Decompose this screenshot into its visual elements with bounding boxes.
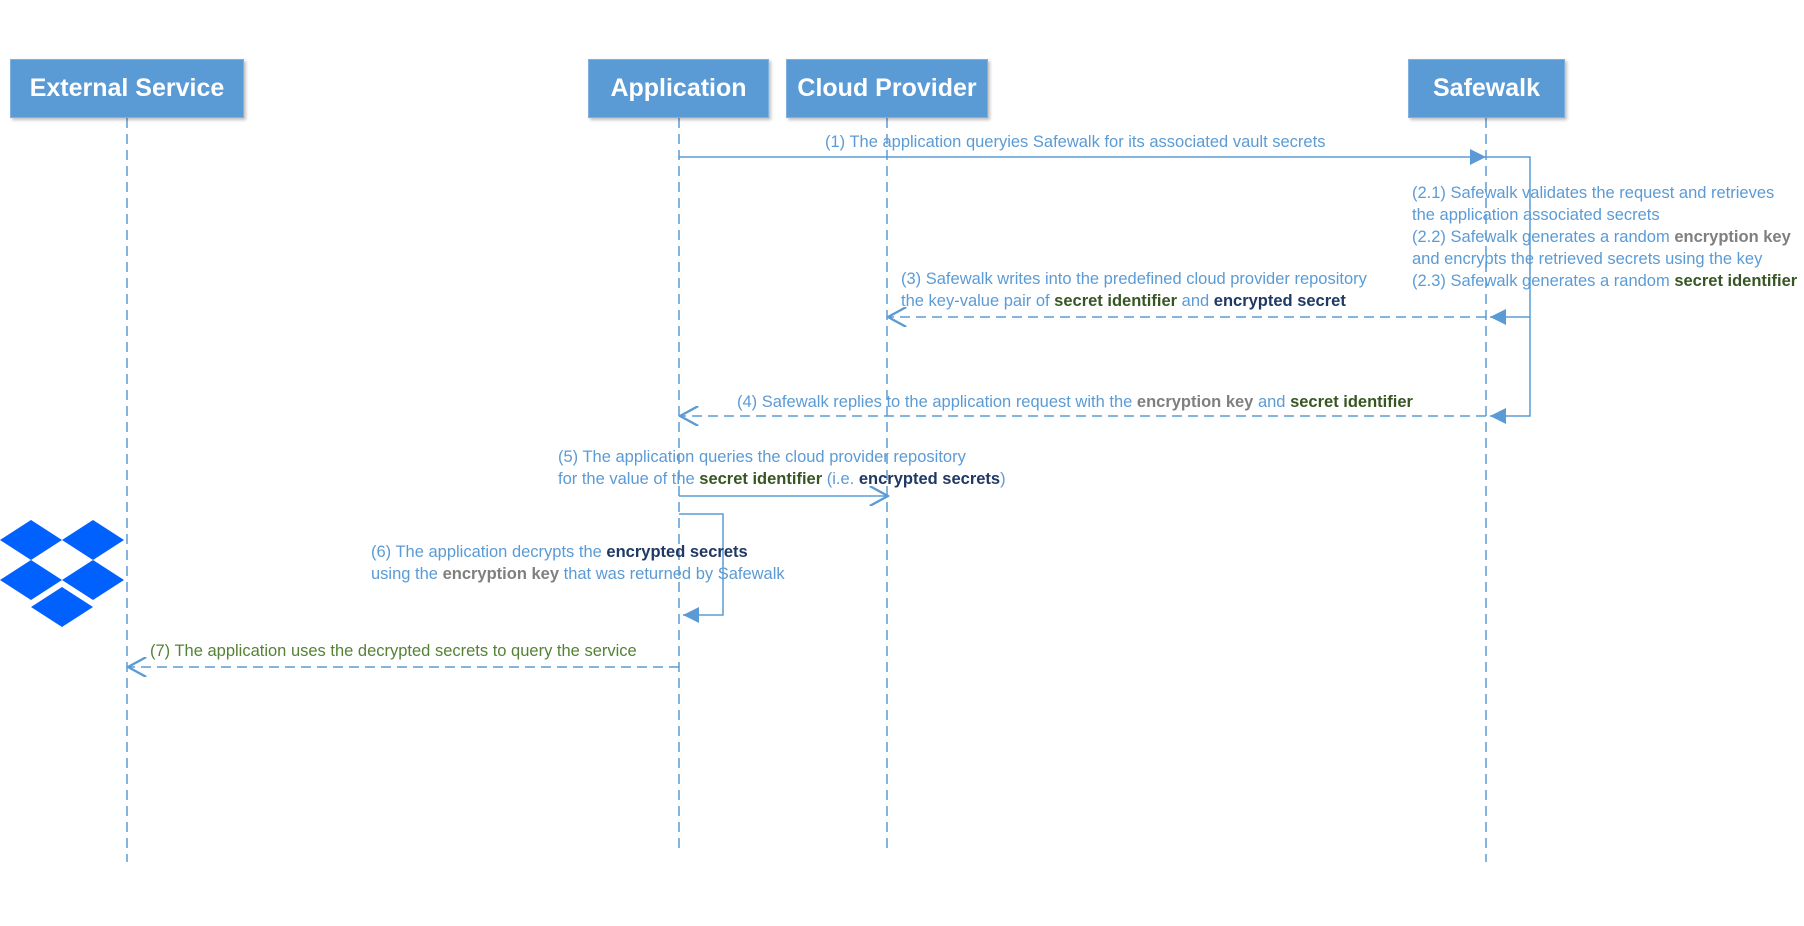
message-label-2: (2.1) Safewalk validates the request and…: [1412, 184, 1798, 290]
actor-label: External Service: [29, 74, 225, 102]
message-label-6: (6) The application decrypts the encrypt…: [371, 543, 785, 583]
message-label-5: (5) The application queries the cloud pr…: [558, 448, 1006, 488]
self-call-arrow-2-a: [1486, 156, 1531, 325]
message-label-1: (1) The application queryies Safewalk fo…: [825, 133, 1326, 151]
message-label-7: (7) The application uses the decrypted s…: [150, 642, 637, 660]
message-label-4: (4) Safewalk replies to the application …: [737, 393, 1413, 411]
actor-label: Application: [610, 74, 747, 102]
actor-label: Safewalk: [1432, 74, 1540, 102]
dropbox-logo-icon: [0, 520, 124, 627]
self-call-arrow-2-b: [1490, 317, 1531, 424]
actor-safewalk: Safewalk: [1408, 59, 1565, 118]
actor-application: Application: [588, 59, 769, 118]
message-label-3: (3) Safewalk writes into the predefined …: [901, 270, 1367, 310]
actor-cloud-provider: Cloud Provider: [786, 59, 988, 118]
actor-external-service: External Service: [10, 59, 244, 118]
actor-label: Cloud Provider: [797, 74, 977, 102]
self-call-arrow-6: [679, 513, 724, 623]
